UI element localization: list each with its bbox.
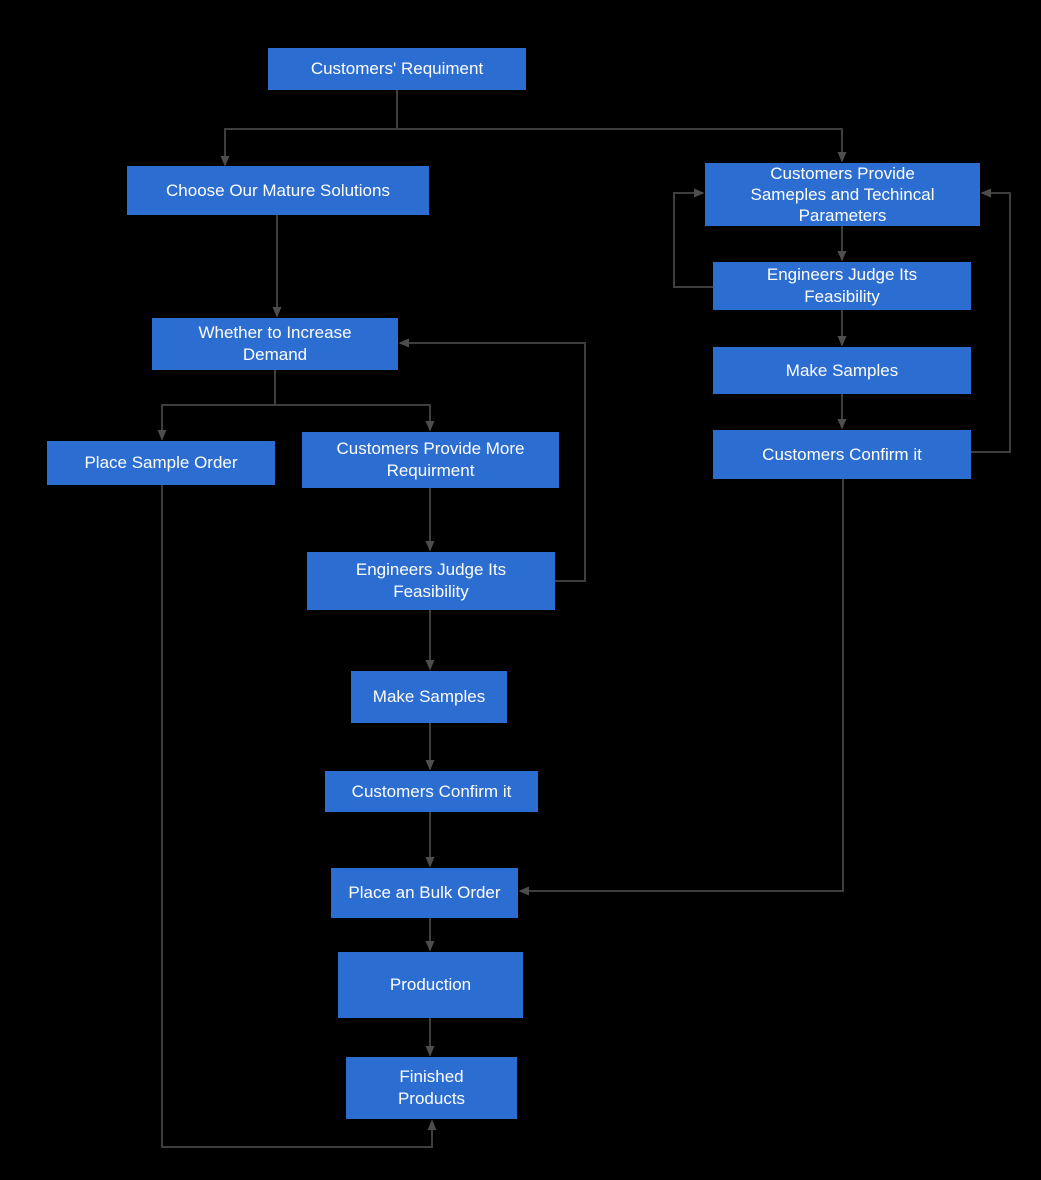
edge-engineers-right-to-provide-samples-loop (673, 188, 713, 288)
node-make-samples-mid: Make Samples (351, 671, 507, 723)
node-production: Production (338, 952, 523, 1018)
node-place-sample-order: Place Sample Order (47, 441, 275, 485)
node-customers-provide-more: Customers Provide More Requirment (302, 432, 559, 488)
edge-engineers-mid-to-whether-loop (398, 338, 586, 582)
edge-requirement-to-choose (220, 90, 398, 167)
edge-confirm-right-to-provide-samples-loop (971, 188, 1011, 453)
node-customers-requirement: Customers' Requiment (268, 48, 526, 90)
edge-place-sample-to-finished (161, 485, 437, 1148)
node-customers-confirm-right: Customers Confirm it (713, 430, 971, 479)
node-finished-products: Finished Products (346, 1057, 517, 1119)
node-place-bulk-order: Place an Bulk Order (331, 868, 518, 918)
edge-whether-to-place-sample (157, 370, 276, 441)
edge-confirm-right-to-bulk-order (518, 479, 844, 896)
node-engineers-judge-right: Engineers Judge Its Feasibility (713, 262, 971, 310)
node-engineers-judge-mid: Engineers Judge Its Feasibility (307, 552, 555, 610)
node-make-samples-right: Make Samples (713, 347, 971, 394)
node-customers-provide-samples: Customers Provide Sameples and Techincal… (705, 163, 980, 226)
node-whether-to-increase-demand: Whether to Increase Demand (152, 318, 398, 370)
node-customers-confirm-mid: Customers Confirm it (325, 771, 538, 812)
node-choose-mature-solutions: Choose Our Mature Solutions (127, 166, 429, 215)
edge-whether-to-provide-more (275, 404, 435, 432)
edge-requirement-to-provide-samples (397, 128, 847, 163)
